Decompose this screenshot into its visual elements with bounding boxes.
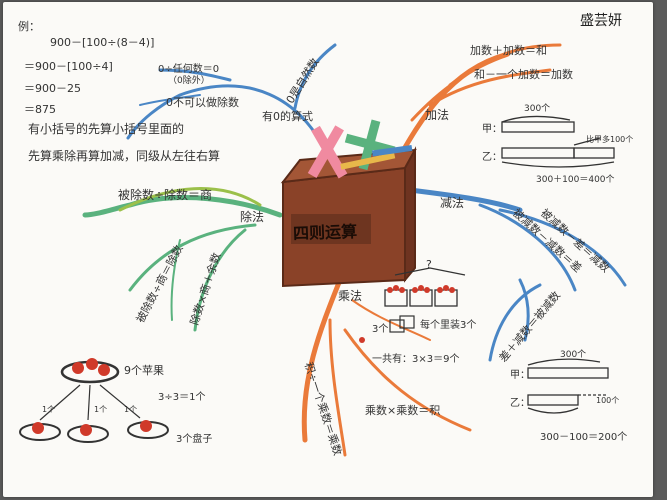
subtraction-yi: 乙： [510,398,530,409]
division-branches [82,187,283,332]
author-name: 盛芸妍 [580,13,622,29]
multiplication-rule-1: 乘数×乘数＝积 [365,404,441,417]
addition-rule-1: 加数＋加数＝和 [470,44,547,57]
blue-branches [126,43,627,362]
zero-branch-item-3: 0不可以做除数 [166,96,239,109]
multiplication-baskets [359,267,466,343]
subtraction-calc: 300－100＝200个 [540,432,628,443]
addition-calc: 300＋100＝400个 [536,175,615,185]
division-each-1: 1个 [42,405,56,414]
addition-label: 加法 [425,108,450,122]
zero-branch-label: 有0的算式 [262,110,313,123]
division-apples [19,358,169,443]
multiplication-total: 一共有：3×3＝9个 [372,354,460,365]
addition-rule-2: 和－一个加数＝加数 [474,68,573,81]
addition-more: 比甲多100个 [586,135,634,144]
addition-bar-diagram [501,115,615,168]
division-each-2: 1个 [94,405,108,414]
subtraction-jia: 甲： [510,370,530,381]
division-plates: 3个盘子 [176,434,213,445]
subtraction-bar-diagram [527,358,609,414]
division-each-3: 1个 [124,405,138,414]
division-label: 除法 [240,210,265,224]
example-rule-2: 先算乘除再算加减，同级从左往右算 [28,149,221,163]
example-line-4: ＝875 [24,103,56,116]
multiplication-branches [301,277,472,457]
center-box [280,119,417,288]
example-label: 例： [18,20,40,33]
subtraction-total: 300个 [560,350,587,360]
center-title: 四则运算 [292,221,358,244]
multiplication-question: ? [426,258,432,271]
division-calc: 3÷3＝1个 [158,392,206,403]
example-line-1: 900－[100÷(8－4)] [50,36,155,49]
division-rule-1: 被除数÷除数＝商 [118,188,213,202]
example-line-3: ＝900－25 [24,82,81,95]
addition-total: 300个 [524,104,551,114]
multiplication-each: 每个里装3个 [420,320,477,331]
example-rule-1: 有小括号的先算小括号里面的 [28,122,185,136]
example-line-2: ＝900－[100÷4] [24,60,113,73]
zero-branch-item-2a: 0÷任何数＝0 [158,64,220,75]
zero-branch-item-2b: （0除外） [168,76,210,86]
subtraction-less: 100个 [596,396,620,405]
subtraction-label: 减法 [440,196,465,210]
division-apples: 9个苹果 [124,364,164,377]
multiplication-label: 乘法 [338,289,363,303]
multiplication-note: 3个 [372,324,389,335]
addition-yi: 乙： [482,152,502,163]
addition-jia: 甲： [482,124,502,135]
